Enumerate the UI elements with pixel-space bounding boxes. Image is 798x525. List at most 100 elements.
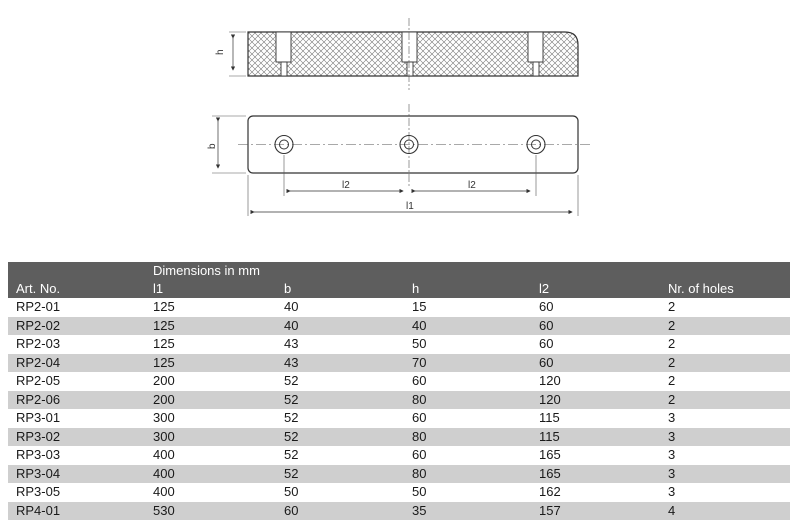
cell-b: 43 xyxy=(284,336,299,352)
cell-art-no: RP2-03 xyxy=(16,336,61,352)
cell-l2: 60 xyxy=(539,299,554,315)
cell-b: 52 xyxy=(284,465,299,481)
cell-l2: 115 xyxy=(539,428,560,444)
cell-nr-of-holes: 4 xyxy=(668,502,676,518)
cell-nr-of-holes: 2 xyxy=(668,317,676,333)
cell-l1: 300 xyxy=(153,428,175,444)
cell-b: 52 xyxy=(284,391,299,407)
cell-art-no: RP2-01 xyxy=(16,299,61,315)
cell-l2: 165 xyxy=(539,447,561,463)
cell-b: 60 xyxy=(284,502,299,518)
cell-b: 50 xyxy=(284,484,299,500)
cell-nr-of-holes: 2 xyxy=(668,391,676,407)
table-header: Dimensions in mm Art. No. l1 b h l2 Nr. … xyxy=(8,262,791,298)
cell-h: 80 xyxy=(412,428,427,444)
col-header-b: b xyxy=(284,281,292,296)
cell-h: 80 xyxy=(412,391,427,407)
cell-h: 60 xyxy=(412,373,427,389)
group-header-dimensions: Dimensions in mm xyxy=(153,263,260,278)
table-row: RP3-01 300 52 60 115 3 xyxy=(8,409,791,428)
cell-l1: 400 xyxy=(153,447,175,463)
cell-l2: 60 xyxy=(539,336,554,352)
col-header-nr-of-holes: Nr. of holes xyxy=(668,281,734,296)
cell-l1: 300 xyxy=(153,410,175,426)
cell-b: 40 xyxy=(284,317,299,333)
cell-nr-of-holes: 3 xyxy=(668,465,676,481)
dimensions-table: Dimensions in mm Art. No. l1 b h l2 Nr. … xyxy=(8,262,791,520)
hole-1 xyxy=(274,134,294,155)
table-row: RP2-02 125 40 40 60 2 xyxy=(8,316,791,335)
hole-section-2 xyxy=(401,31,418,63)
cell-nr-of-holes: 3 xyxy=(668,410,676,426)
hole-section-1 xyxy=(275,31,292,63)
table-row: RP3-03 400 52 60 165 3 xyxy=(8,446,791,465)
cell-art-no: RP2-04 xyxy=(16,354,61,370)
col-header-l1: l1 xyxy=(153,281,164,296)
hole-3 xyxy=(526,134,546,155)
cell-b: 43 xyxy=(284,354,299,370)
cell-l1: 125 xyxy=(153,317,175,333)
cell-l1: 125 xyxy=(153,299,175,315)
cell-art-no: RP2-06 xyxy=(16,391,61,407)
cell-l2: 60 xyxy=(539,317,554,333)
dim-label-h: h xyxy=(215,49,226,55)
hole-2 xyxy=(399,134,419,155)
cell-l2: 162 xyxy=(539,484,561,500)
header-group-row: Dimensions in mm xyxy=(8,262,791,280)
cell-h: 35 xyxy=(412,502,427,518)
technical-drawing: h b l2 l2 l1 xyxy=(207,18,590,216)
cell-h: 70 xyxy=(412,354,427,370)
col-header-l2: l2 xyxy=(539,281,550,296)
cell-l1: 200 xyxy=(153,391,175,407)
cell-b: 40 xyxy=(284,299,299,315)
header-row: Art. No. l1 b h l2 Nr. of holes xyxy=(8,280,791,298)
dim-label-b: b xyxy=(207,143,218,149)
cell-art-no: RP3-03 xyxy=(16,447,61,463)
cell-b: 52 xyxy=(284,428,299,444)
table-row: RP2-01 125 40 15 60 2 xyxy=(8,298,791,317)
cell-h: 60 xyxy=(412,410,427,426)
cell-l1: 400 xyxy=(153,465,175,481)
cell-b: 52 xyxy=(284,410,299,426)
cell-h: 40 xyxy=(412,317,427,333)
cell-h: 60 xyxy=(412,447,427,463)
cell-h: 15 xyxy=(412,299,427,315)
cell-l2: 165 xyxy=(539,465,561,481)
cell-h: 50 xyxy=(412,336,427,352)
table-row: RP2-03 125 43 50 60 2 xyxy=(8,335,791,354)
cell-nr-of-holes: 3 xyxy=(668,447,676,463)
cell-nr-of-holes: 2 xyxy=(668,299,676,315)
cell-l1: 400 xyxy=(153,484,175,500)
cell-l2: 115 xyxy=(539,410,560,426)
cell-art-no: RP3-01 xyxy=(16,410,61,426)
col-header-h: h xyxy=(412,281,420,296)
cell-nr-of-holes: 2 xyxy=(668,354,676,370)
cell-l1: 125 xyxy=(153,336,175,352)
cell-l2: 60 xyxy=(539,354,554,370)
cell-nr-of-holes: 2 xyxy=(668,336,676,352)
cell-l1: 125 xyxy=(153,354,175,370)
cell-nr-of-holes: 3 xyxy=(668,428,676,444)
cell-l1: 200 xyxy=(153,373,175,389)
cell-art-no: RP3-05 xyxy=(16,484,61,500)
cell-art-no: RP3-04 xyxy=(16,465,61,481)
cell-art-no: RP3-02 xyxy=(16,428,61,444)
dim-label-l1: l1 xyxy=(406,201,414,212)
cell-l2: 157 xyxy=(539,502,561,518)
cell-nr-of-holes: 2 xyxy=(668,373,676,389)
top-view: b l2 l2 l1 xyxy=(207,104,590,216)
cell-h: 50 xyxy=(412,484,427,500)
hole-section-3 xyxy=(527,31,544,63)
cell-art-no: RP2-02 xyxy=(16,317,61,333)
dim-label-l2-right: l2 xyxy=(468,180,476,191)
cell-b: 52 xyxy=(284,447,299,463)
col-header-art-no: Art. No. xyxy=(16,281,61,296)
cell-l1: 530 xyxy=(153,502,175,518)
cell-l2: 120 xyxy=(539,373,561,389)
